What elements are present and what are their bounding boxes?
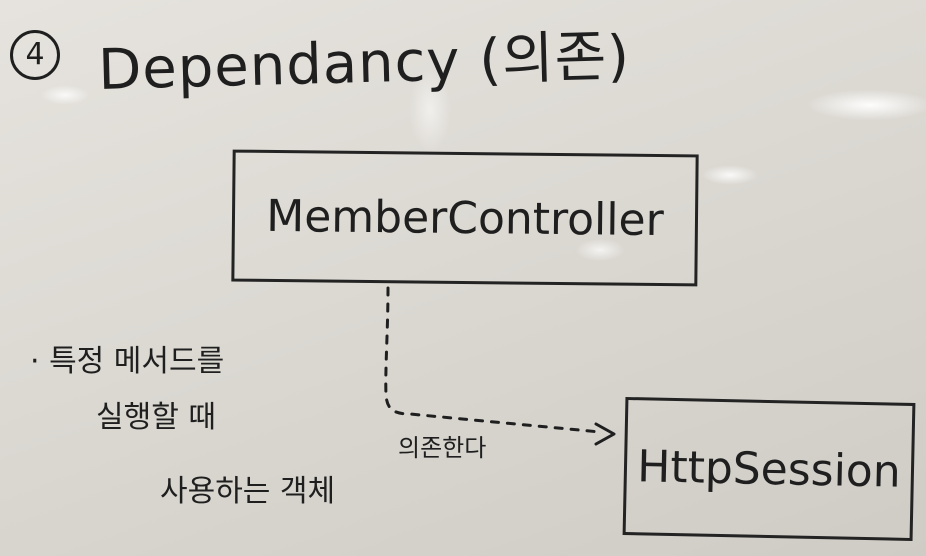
heading-number-circle: 4 [10, 30, 60, 80]
dependency-dashed-line [384, 286, 602, 434]
dependency-arrowhead [594, 422, 616, 446]
note-line-2: 실행할 때 [96, 400, 216, 435]
dependency-label: 의존한다 [398, 434, 487, 462]
note-line-1: · 특정 메서드를 [30, 344, 225, 379]
note-line-3: 사용하는 객체 [160, 474, 336, 509]
